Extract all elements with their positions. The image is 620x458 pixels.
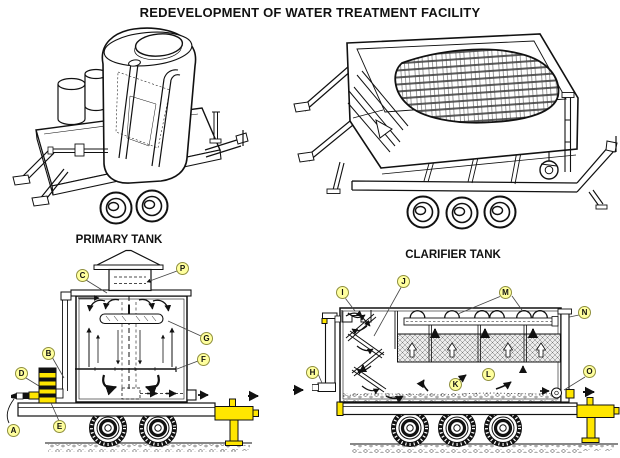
support-jack xyxy=(225,419,243,446)
page-title: REDEVELOPMENT OF WATER TREATMENT FACILIT… xyxy=(139,5,481,20)
distribution-pipe xyxy=(99,305,164,325)
tow-hitch xyxy=(214,398,259,421)
callout-p: P xyxy=(176,262,189,275)
trailer-deck xyxy=(336,401,578,416)
splash-arcs xyxy=(86,298,172,312)
primary-tank-caption: PRIMARY TANK xyxy=(75,234,163,246)
clarifier-tank-isometric-figure xyxy=(293,33,618,230)
callout-g: G xyxy=(200,332,213,345)
suction-hose xyxy=(6,391,40,424)
trailer-deck xyxy=(17,402,216,417)
rear-standpipe xyxy=(561,92,575,172)
bottom-outlet-channel xyxy=(121,387,209,401)
lower-sparge-pipe xyxy=(75,366,177,372)
wheel xyxy=(99,189,169,225)
callout-b: B xyxy=(42,347,55,360)
ground xyxy=(350,443,618,453)
callout-o: O xyxy=(583,365,596,378)
callout-h: H xyxy=(306,366,319,379)
drain-valve xyxy=(551,386,595,399)
callout-k: K xyxy=(449,378,462,391)
callout-a: A xyxy=(7,424,20,437)
wheel xyxy=(394,412,520,445)
callout-f: F xyxy=(197,353,210,366)
primary-tank-isometric-figure xyxy=(12,27,249,225)
feed-pump xyxy=(38,367,57,404)
tow-bar xyxy=(204,111,249,158)
callout-e: E xyxy=(53,420,66,433)
outlet-standpipe xyxy=(557,308,572,403)
outrigger-legs xyxy=(293,65,354,194)
collection-launder xyxy=(403,316,559,327)
tank-lid xyxy=(134,33,184,60)
clarifier-tank-cross-section-figure xyxy=(312,287,620,453)
callout-l: L xyxy=(482,368,495,381)
outrigger-legs xyxy=(12,148,69,207)
callout-j: J xyxy=(397,275,410,288)
inclined-plate-chute xyxy=(347,70,409,153)
leader-lines xyxy=(315,287,586,391)
leader-lines xyxy=(25,270,202,422)
callout-i: I xyxy=(336,286,349,299)
inlet-standpipe xyxy=(312,312,341,392)
sediment-layer xyxy=(342,392,559,402)
filter-media-bed xyxy=(397,320,561,363)
callout-c: C xyxy=(76,269,89,282)
primary-tank-cross-section-figure xyxy=(6,249,304,452)
riser-pipes xyxy=(47,59,181,168)
circulation-arrows xyxy=(86,327,175,396)
tow-hitch xyxy=(576,397,620,418)
flow-arrows xyxy=(248,384,304,402)
vent-cone xyxy=(93,249,164,292)
clarifier-tank-caption: CLARIFIER TANK xyxy=(405,249,501,261)
spray-arcs xyxy=(409,310,548,319)
callout-d: D xyxy=(15,367,28,380)
callout-m: M xyxy=(499,286,512,299)
small-cylinder-tanks xyxy=(57,68,108,126)
media-cutaway xyxy=(394,48,560,124)
support-jack xyxy=(581,417,600,443)
callout-n: N xyxy=(578,306,591,319)
wheel xyxy=(406,195,517,230)
upflow-arrows xyxy=(407,328,546,358)
